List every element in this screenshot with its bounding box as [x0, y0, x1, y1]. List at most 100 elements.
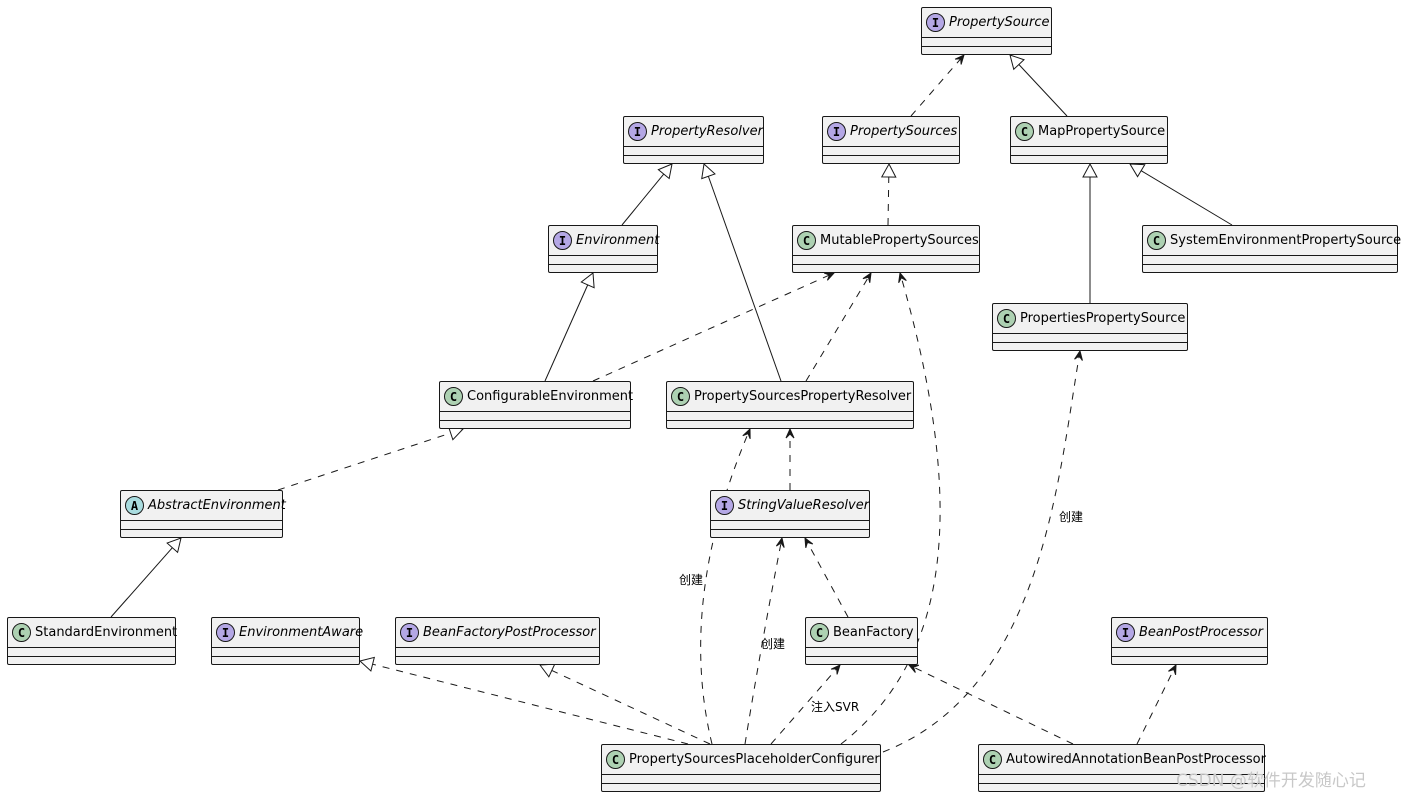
dependency-arrowhead-icon — [954, 54, 965, 65]
uml-edge-line — [1018, 64, 1068, 117]
interface-badge-icon: I — [1116, 623, 1135, 642]
uml-node-attributes — [602, 775, 880, 784]
uml-edge-line — [910, 54, 965, 117]
interface-badge-icon: I — [628, 122, 647, 141]
inheritance-arrowhead-icon — [358, 656, 376, 672]
uml-node-attributes — [711, 521, 869, 530]
uml-node-attributes — [979, 775, 1264, 784]
uml-node-name: PropertySourcesPropertyResolver — [694, 389, 912, 404]
class-badge-icon: C — [997, 309, 1016, 328]
class-badge-icon: C — [671, 387, 690, 406]
uml-node-propertysourcespropertyresolver: C PropertySourcesPropertyResolver — [666, 381, 914, 429]
uml-edge-line — [840, 272, 941, 745]
uml-edge-line — [908, 664, 1074, 745]
uml-edge-line — [887, 176, 890, 226]
uml-node-attributes — [624, 147, 763, 156]
uml-edge-line — [1140, 170, 1233, 226]
uml-edge-line — [770, 664, 841, 745]
uml-node-attributes — [806, 648, 917, 657]
uml-node-propertysource: I PropertySource — [921, 7, 1052, 55]
uml-node-propertyresolver: I PropertyResolver — [623, 116, 764, 164]
uml-node-beanpostprocessor: I BeanPostProcessor — [1111, 617, 1268, 665]
uml-node-attributes — [1143, 256, 1397, 265]
uml-node-attributes — [440, 412, 630, 421]
uml-node-header: I PropertySources — [823, 117, 959, 147]
dependency-arrowhead-icon — [907, 664, 920, 673]
uml-node-header: C MutablePropertySources — [793, 226, 979, 256]
uml-node-attributes — [8, 648, 175, 657]
uml-node-header: C SystemEnvironmentPropertySource — [1143, 226, 1401, 256]
uml-edge-line — [804, 537, 849, 618]
class-badge-icon: C — [444, 387, 463, 406]
dependency-arrowhead-icon — [804, 536, 814, 548]
uml-node-header: C AutowiredAnnotationBeanPostProcessor — [979, 745, 1266, 775]
uml-node-attributes — [396, 648, 599, 657]
uml-node-header: I StringValueResolver — [711, 491, 869, 521]
uml-edge-line — [621, 173, 665, 226]
uml-node-propertiespropertysource: C PropertiesPropertySource — [992, 303, 1188, 351]
edge-label: 注入SVR — [811, 700, 860, 714]
inheritance-arrowhead-icon — [880, 162, 897, 178]
uml-node-name: PropertiesPropertySource — [1020, 311, 1186, 326]
dependency-arrowhead-icon — [775, 536, 785, 548]
edge-label: 创建 — [761, 637, 786, 651]
uml-node-attributes — [212, 648, 359, 657]
uml-node-attributes — [1011, 147, 1167, 156]
interface-badge-icon: I — [926, 13, 945, 32]
edge-label: 创建 — [1059, 510, 1084, 524]
uml-edge-line — [372, 663, 689, 745]
uml-node-name: SystemEnvironmentPropertySource — [1170, 233, 1402, 248]
uml-node-name: AutowiredAnnotationBeanPostProcessor — [1006, 752, 1266, 767]
inheritance-arrowhead-icon — [1129, 163, 1146, 178]
uml-node-name: PropertyResolver — [651, 124, 763, 139]
uml-node-name: PropertySources — [850, 124, 958, 139]
uml-node-name: MutablePropertySources — [820, 233, 979, 248]
uml-edge-line — [707, 176, 782, 382]
uml-node-name: BeanPostProcessor — [1139, 625, 1263, 640]
uml-edge-line — [544, 284, 589, 382]
uml-node-name: StringValueResolver — [738, 498, 870, 513]
uml-node-systemenvironmentpropertysource: C SystemEnvironmentPropertySource — [1142, 225, 1401, 273]
uml-node-attributes — [793, 256, 979, 265]
uml-node-header: C PropertySourcesPropertyResolver — [667, 382, 913, 412]
uml-edge-line — [277, 432, 451, 491]
uml-node-attributes — [549, 256, 657, 265]
uml-node-name: PropertySource — [949, 15, 1050, 30]
uml-node-name: BeanFactory — [833, 625, 914, 640]
interface-badge-icon: I — [216, 623, 235, 642]
interface-badge-icon: I — [553, 231, 572, 250]
dependency-arrowhead-icon — [823, 272, 836, 281]
interface-badge-icon: I — [827, 122, 846, 141]
uml-node-attributes — [667, 412, 913, 421]
uml-node-name: StandardEnvironment — [35, 625, 178, 640]
uml-edge-line — [110, 547, 173, 618]
uml-edge-line — [551, 670, 711, 745]
dependency-arrowhead-icon — [898, 271, 907, 283]
dependency-arrowhead-icon — [830, 664, 841, 675]
uml-node-attributes — [993, 334, 1187, 343]
interface-badge-icon: I — [715, 496, 734, 515]
class-badge-icon: C — [983, 750, 1002, 769]
class-badge-icon: C — [1147, 231, 1166, 250]
class-badge-icon: C — [797, 231, 816, 250]
uml-node-mutablepropertysources: C MutablePropertySources — [792, 225, 980, 273]
dependency-arrowhead-icon — [785, 427, 795, 439]
uml-node-header: I PropertySource — [922, 8, 1051, 38]
inheritance-arrowhead-icon — [1009, 54, 1025, 71]
class-badge-icon: C — [1015, 122, 1034, 141]
